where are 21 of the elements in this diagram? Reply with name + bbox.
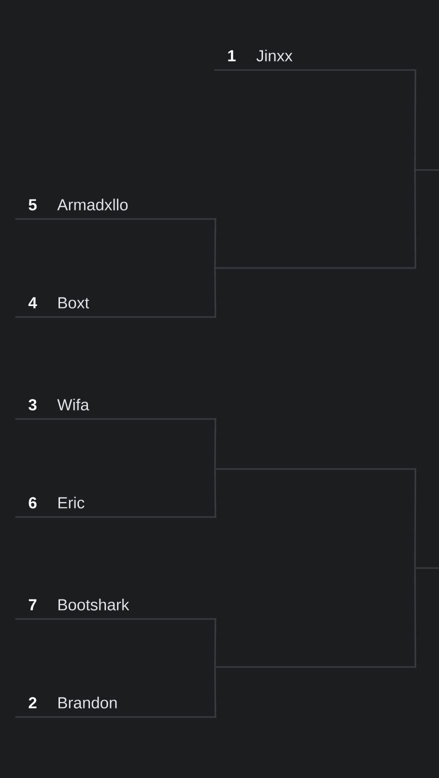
player-slot xyxy=(214,50,416,71)
player-slot xyxy=(15,598,216,620)
seed-number: 7 xyxy=(28,599,36,610)
seed-number: 1 xyxy=(228,50,236,62)
player-slot xyxy=(15,398,216,420)
player-slot xyxy=(15,198,216,220)
seed-number: 3 xyxy=(28,399,37,410)
player-slot xyxy=(15,696,216,718)
player-slot xyxy=(15,496,216,518)
player-name: Boxt xyxy=(58,297,90,308)
seed-number: 4 xyxy=(28,297,38,308)
player-name: Bootshark xyxy=(58,598,130,610)
player-name: Armadxllo xyxy=(57,198,128,210)
seed-number: 6 xyxy=(28,497,37,508)
player-name: Eric xyxy=(58,496,84,508)
player-name: Wifa xyxy=(57,398,90,410)
seed-number: 2 xyxy=(28,697,36,708)
player-name: Brandon xyxy=(58,696,117,708)
player-slot xyxy=(15,297,216,318)
player-name: Jinxx xyxy=(256,50,292,62)
seed-number: 5 xyxy=(28,199,37,210)
